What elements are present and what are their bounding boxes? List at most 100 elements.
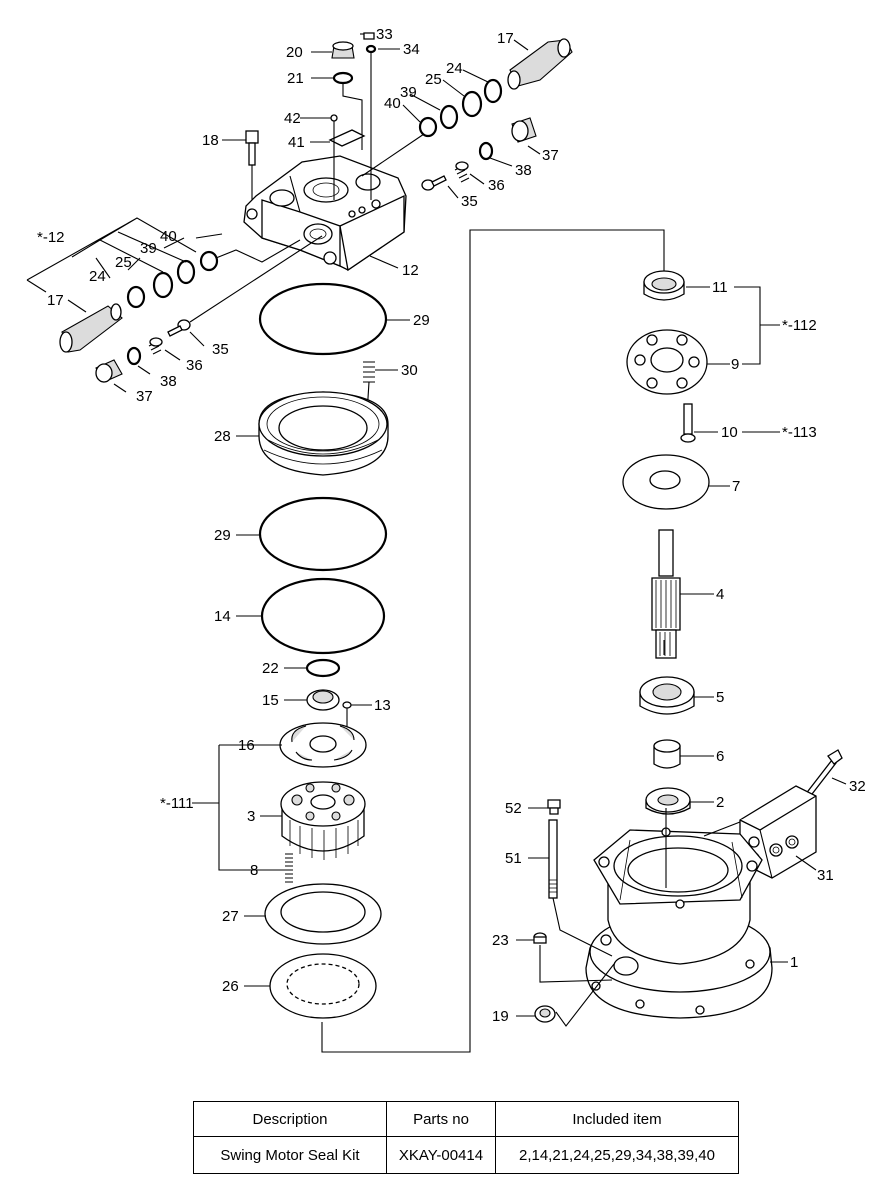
callout-40-left: 40	[160, 228, 177, 245]
callout-18: 18	[202, 132, 219, 149]
assembly-connector-line	[321, 229, 665, 1053]
o-ring-25-top	[461, 90, 483, 118]
callout-25-left: 25	[115, 254, 132, 271]
callout-11: 11	[712, 279, 728, 296]
callout-22: 22	[262, 660, 279, 677]
callout-17-left: 17	[47, 292, 64, 309]
relief-valve-17-top	[507, 38, 573, 90]
callout-kit-113: *-113	[782, 424, 817, 441]
callout-5: 5	[716, 689, 724, 706]
cell-parts-no: XKAY-00414	[386, 1136, 496, 1174]
name-plate-41	[328, 129, 366, 147]
o-ring-40-left	[199, 250, 219, 272]
callout-leaders	[26, 33, 847, 1017]
plug-23	[533, 932, 547, 944]
callout-29-lower: 29	[214, 527, 231, 544]
friction-plate-26	[269, 953, 377, 1019]
callout-25-top: 25	[425, 71, 442, 88]
o-ring-39-top	[439, 104, 459, 130]
callout-40-top: 40	[384, 95, 401, 112]
spring-36-left	[148, 337, 163, 355]
poppet-35-top	[421, 175, 447, 191]
callout-7: 7	[732, 478, 740, 495]
callout-36-left: 36	[186, 357, 203, 374]
callout-38-left: 38	[160, 373, 177, 390]
callout-31: 31	[817, 867, 834, 884]
callout-labels: 33 34 20 21 17 24 25 39 40 42 41 18 37 3…	[37, 26, 866, 1025]
cell-included-item: 2,14,21,24,25,29,34,38,39,40	[495, 1136, 739, 1174]
callout-10: 10	[721, 424, 738, 441]
plug-33	[363, 32, 375, 40]
plug-37-top	[511, 117, 537, 143]
cylinder-block-3	[280, 781, 366, 860]
leader-35-left	[189, 235, 323, 323]
bearing-15	[306, 689, 340, 711]
spring-8	[285, 853, 293, 883]
leader-40-top	[361, 133, 425, 177]
leader-19	[555, 963, 615, 1027]
shaft-4	[651, 529, 681, 659]
callout-35-top: 35	[461, 193, 478, 210]
cell-description: Swing Motor Seal Kit	[193, 1136, 387, 1174]
col-description-header: Description	[193, 1101, 387, 1137]
callout-28: 28	[214, 428, 231, 445]
bearing-5	[639, 676, 695, 715]
o-ring-14	[260, 577, 386, 655]
bushing-11	[643, 270, 685, 301]
callout-36-top: 36	[488, 177, 505, 194]
callout-26: 26	[222, 978, 239, 995]
callout-30: 30	[401, 362, 418, 379]
plug-20	[331, 41, 355, 59]
o-ring-38-left	[126, 346, 142, 366]
callout-13: 13	[374, 697, 391, 714]
o-ring-39-left	[176, 259, 196, 285]
o-ring-24-top	[483, 78, 503, 104]
callout-14: 14	[214, 608, 231, 625]
callout-23: 23	[492, 932, 509, 949]
callout-12: 12	[402, 262, 419, 279]
leader-23	[539, 945, 613, 983]
plug-37-left	[95, 359, 123, 383]
callout-37-left: 37	[136, 388, 153, 405]
callout-39-left: 39	[140, 240, 157, 257]
col-included-item-header: Included item	[495, 1101, 739, 1137]
callout-kit-112: *-112	[782, 317, 817, 334]
seal-kit-table: Description Parts no Included item Swing…	[193, 1101, 739, 1174]
o-ring-29-lower	[258, 496, 388, 572]
callout-4: 4	[716, 586, 724, 603]
callout-kit-111: *-111	[160, 795, 194, 812]
seal-2	[645, 787, 691, 815]
thrust-plate-7	[622, 454, 710, 510]
callout-16: 16	[238, 737, 255, 754]
plate-27	[264, 883, 382, 945]
callout-17-top: 17	[497, 30, 514, 47]
callout-19: 19	[492, 1008, 509, 1025]
leader-51	[552, 897, 613, 957]
callout-51: 51	[505, 850, 522, 867]
pin-51	[548, 819, 558, 899]
callout-37-top: 37	[542, 147, 559, 164]
plug-52	[547, 799, 561, 815]
bearing-28	[258, 391, 389, 476]
table-header-row: Description Parts no Included item	[193, 1101, 739, 1137]
callout-15: 15	[262, 692, 279, 709]
spring-30	[363, 361, 375, 383]
callout-kit-12: *-12	[37, 229, 65, 246]
bolt-18	[245, 130, 259, 166]
col-parts-no-header: Parts no	[386, 1101, 496, 1137]
table-row: Swing Motor Seal Kit XKAY-00414 2,14,21,…	[193, 1136, 739, 1174]
o-ring-38-top	[478, 141, 494, 161]
callout-6: 6	[716, 748, 724, 765]
o-ring-34	[365, 44, 377, 54]
callout-29-upper: 29	[413, 312, 430, 329]
pin-10	[680, 403, 696, 443]
callout-38-top: 38	[515, 162, 532, 179]
callout-3: 3	[247, 808, 255, 825]
ring-22	[305, 658, 341, 678]
pin-13	[342, 701, 352, 709]
o-ring-25-left	[152, 271, 174, 299]
callout-34: 34	[403, 41, 420, 58]
valve-plate-16	[279, 722, 367, 768]
callout-21: 21	[287, 70, 304, 87]
callout-2: 2	[716, 794, 724, 811]
